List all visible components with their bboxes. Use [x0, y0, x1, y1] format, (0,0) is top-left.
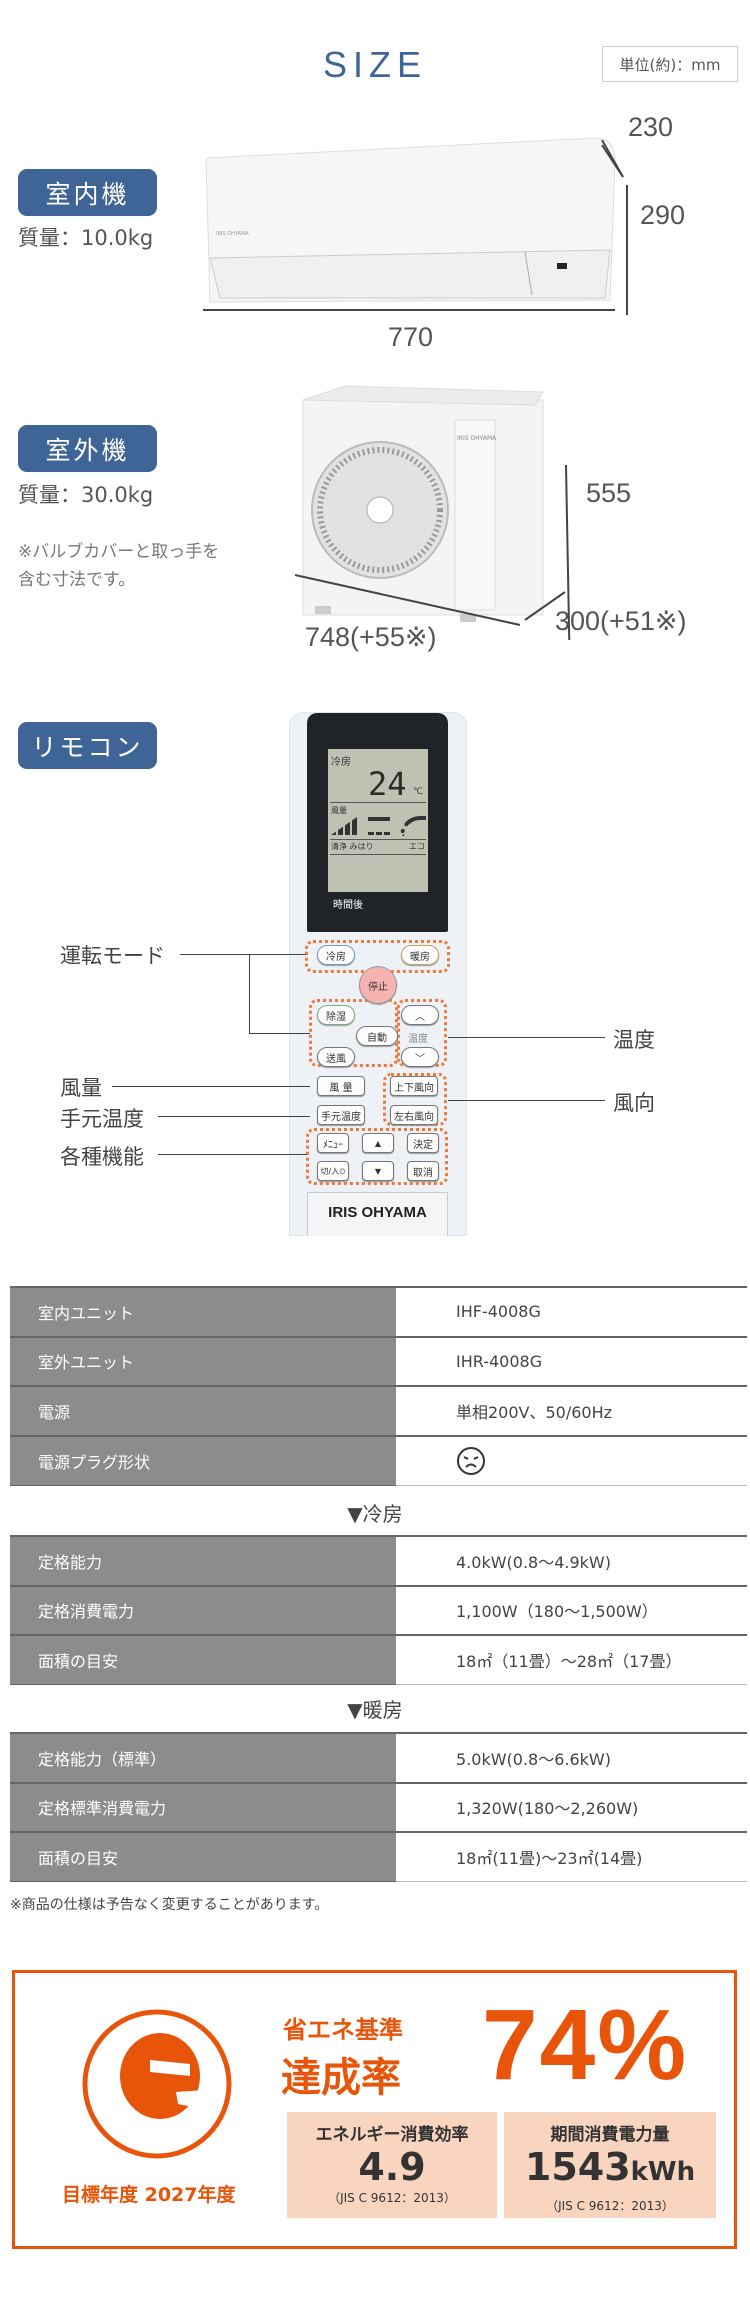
temp-label: 温度: [408, 1034, 428, 1045]
fan-speed-button[interactable]: 風 量: [317, 1076, 365, 1096]
indoor-width: 770: [388, 322, 434, 352]
energy-e-logo-icon: [82, 2009, 232, 2159]
lcd-mode: 冷房: [331, 757, 351, 768]
sweep-icon: [400, 816, 426, 836]
lcd-fan: 風量: [331, 806, 347, 815]
remote-badge: リモコン: [18, 722, 157, 769]
annual-power-box: 期間消費電力量 1543kWh （JIS C 9612：2013）: [504, 2112, 716, 2218]
indoor-depth: 230: [628, 112, 674, 142]
callout-mode: 運転モード: [60, 944, 165, 968]
lcd-status-right: エコ: [409, 842, 425, 851]
lcd-timer-label: 時間後: [333, 900, 363, 911]
annual-power-unit: kWh: [630, 2157, 696, 2187]
temp-up-button[interactable]: ︿: [401, 1005, 439, 1025]
lcd-temp: 24: [368, 765, 407, 803]
outdoor-unit-image: IRIS OHYAMA: [302, 385, 544, 622]
outdoor-dimension-lines: [294, 464, 571, 640]
menu-button[interactable]: ﾒﾆｭｰ: [317, 1133, 349, 1153]
outdoor-depth: 300(+51※): [555, 606, 687, 636]
function-group-outline: [306, 1128, 448, 1185]
energy-label-box: [12, 1970, 737, 2249]
up-button[interactable]: ▲: [362, 1133, 394, 1153]
callout-direction: 風向: [613, 1091, 655, 1115]
indoor-height: 290: [640, 200, 686, 230]
auto-button[interactable]: 自動: [356, 1026, 398, 1046]
outdoor-unit-badge: 室外機: [18, 425, 157, 472]
callout-fan: 風量: [60, 1076, 102, 1100]
size-title: SIZE: [322, 44, 427, 85]
temp-down-button[interactable]: ﹀: [401, 1047, 439, 1067]
svg-text:IRIS OHYAMA: IRIS OHYAMA: [457, 435, 497, 442]
vertical-swing-button[interactable]: 上下風向: [390, 1076, 438, 1096]
down-button[interactable]: ▼: [362, 1161, 394, 1181]
lcd-temp-unit: ℃: [413, 787, 424, 797]
fan-only-button[interactable]: 送風: [317, 1047, 355, 1067]
indoor-unit-image: IRIS OHYAMA: [205, 137, 616, 303]
efficiency-value: 4.9: [358, 2145, 426, 2189]
energy-standard-label: 省エネ基準: [283, 2016, 403, 2044]
energy-achievement-rate: 74%: [482, 1989, 689, 2101]
timer-button[interactable]: 切/入⏲: [317, 1161, 349, 1181]
efficiency-label: エネルギー消費効率: [315, 2125, 469, 2145]
efficiency-standard: （JIS C 9612：2013）: [328, 2191, 456, 2205]
horizontal-swing-button[interactable]: 左右風向: [390, 1105, 438, 1125]
table-row: 定格能力（標準）5.0kW(0.8〜6.6kW): [10, 1732, 747, 1783]
table-row: 電源単相200V、50/60Hz: [10, 1385, 747, 1436]
indoor-weight: 質量：10.0kg: [18, 226, 154, 250]
outdoor-note-1: ※バルブカバーと取っ手を: [18, 542, 220, 562]
indoor-unit-badge: 室内機: [18, 169, 157, 216]
ok-button[interactable]: 決定: [407, 1133, 439, 1153]
stop-button[interactable]: 停止: [359, 966, 397, 1004]
spec-footnote: ※商品の仕様は予告なく変更することがあります。: [10, 1897, 329, 1913]
plug-outlet-icon: [457, 1446, 485, 1475]
lcd-status-left: 清浄 みはり: [331, 842, 374, 851]
outdoor-width: 748(+55※): [305, 622, 437, 652]
efficiency-box: エネルギー消費効率 4.9 （JIS C 9612：2013）: [287, 2112, 497, 2218]
cool-button[interactable]: 冷房: [317, 945, 355, 965]
annual-power-standard: （JIS C 9612：2013）: [546, 2199, 674, 2213]
dry-button[interactable]: 除湿: [317, 1005, 355, 1025]
outdoor-weight: 質量：30.0kg: [18, 483, 154, 507]
remote-logo-area: [307, 1192, 448, 1236]
svg-text:IRIS OHYAMA: IRIS OHYAMA: [216, 231, 249, 237]
remote-logo: IRIS OHYAMA: [328, 1204, 427, 1221]
annual-power-label: 期間消費電力量: [550, 2125, 670, 2145]
outdoor-height: 555: [586, 478, 632, 508]
local-temp-button[interactable]: 手元温度: [317, 1105, 365, 1125]
lcd-display: 冷房 24 ℃ 風量 清浄 みはり エコ: [328, 749, 428, 892]
table-row: 電源プラグ形状: [10, 1434, 747, 1486]
heat-button[interactable]: 暖房: [401, 945, 439, 965]
unit-label: 単位(約)：mm: [602, 46, 738, 82]
callout-temp: 温度: [613, 1028, 655, 1052]
cooling-heading: ▼冷房: [347, 1502, 403, 1526]
annual-power-value: 1543: [524, 2145, 631, 2189]
energy-achievement-label: 達成率: [281, 2055, 401, 2101]
indoor-dimension-lines: [203, 140, 628, 315]
cancel-button[interactable]: 取消: [407, 1161, 439, 1181]
fan-level-icon: [331, 817, 357, 835]
callout-local-temp: 手元温度: [60, 1107, 144, 1131]
outdoor-note-2: 含む寸法です。: [18, 570, 136, 590]
heating-heading: ▼暖房: [347, 1698, 403, 1722]
energy-target-year: 目標年度 2027年度: [62, 2184, 236, 2206]
swing-icon: [368, 817, 390, 835]
callout-functions: 各種機能: [60, 1145, 144, 1169]
